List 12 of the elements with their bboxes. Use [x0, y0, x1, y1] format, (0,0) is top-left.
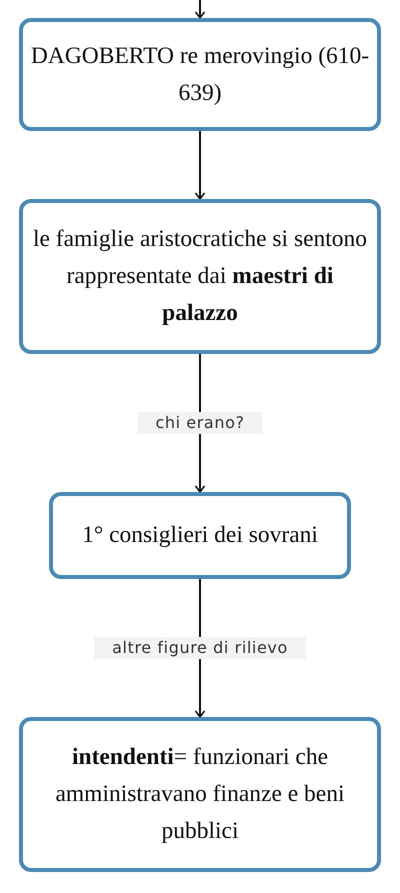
- edge-label: altre figure di rilievo: [94, 637, 306, 659]
- box-text: intendenti= funzionari che amministravano finanze e beni pubblici: [54, 743, 346, 846]
- box-text: DAGOBERTO re merovingio (610-639): [30, 42, 370, 108]
- process-box: [19, 717, 381, 872]
- process-box: [49, 492, 351, 579]
- process-box: [19, 18, 381, 131]
- box-text: 1° consiglieri dei sovrani: [82, 521, 318, 550]
- edge-label: chi erano?: [137, 412, 263, 434]
- arrow: [194, 131, 206, 200]
- process-box: [19, 199, 381, 354]
- box-text: le famiglie aristocratiche si sentono rappresentate dai maestri di palazzo: [32, 225, 368, 328]
- arrow: [194, 0, 206, 19]
